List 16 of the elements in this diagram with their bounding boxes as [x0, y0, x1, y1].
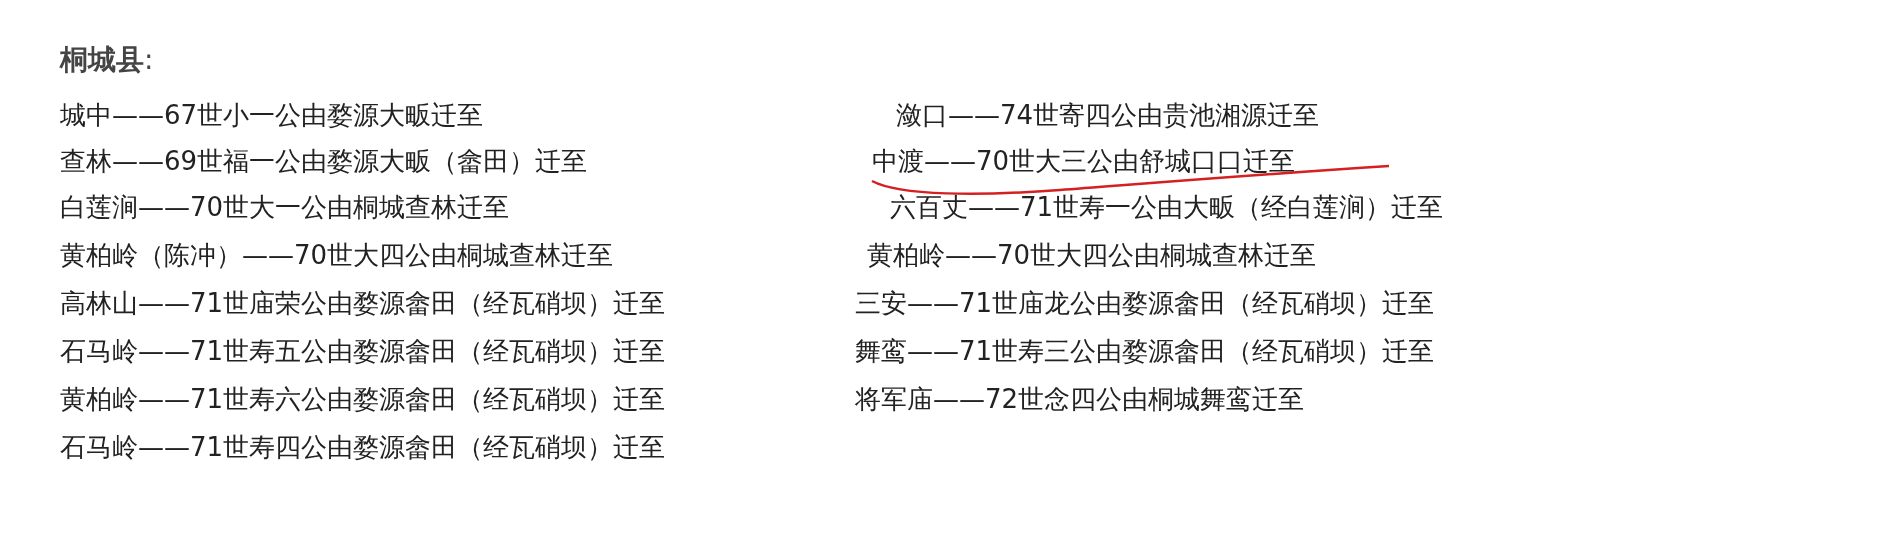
migration-record-line: 潋口——74世寄四公由贵池湘源迁至 — [896, 99, 1320, 131]
migration-record-line: 三安——71世庙龙公由婺源畲田（经瓦硝坝）迁至 — [855, 287, 1435, 319]
migration-record-line: 黄柏岭——71世寿六公由婺源畲田（经瓦硝坝）迁至 — [60, 383, 666, 415]
migration-record-line: 六百丈——71世寿一公由大畈（经白莲涧）迁至 — [890, 191, 1444, 223]
migration-record-line: 高林山——71世庙荣公由婺源畲田（经瓦硝坝）迁至 — [60, 287, 666, 319]
migration-record-line: 舞鸾——71世寿三公由婺源畲田（经瓦硝坝）迁至 — [855, 335, 1435, 367]
migration-record-line: 城中——67世小一公由婺源大畈迁至 — [60, 99, 484, 131]
migration-record-line: 石马岭——71世寿五公由婺源畲田（经瓦硝坝）迁至 — [60, 335, 666, 367]
migration-record-line: 黄柏岭（陈冲）——70世大四公由桐城查林迁至 — [60, 239, 614, 271]
migration-record-line: 中渡——70世大三公由舒城口口迁至 — [872, 145, 1296, 177]
migration-record-line: 查林——69世福一公由婺源大畈（畲田）迁至 — [60, 145, 588, 177]
migration-record-line: 将军庙——72世念四公由桐城舞鸾迁至 — [855, 383, 1305, 415]
migration-record-line: 白莲涧——70世大一公由桐城查林迁至 — [60, 191, 510, 223]
migration-record-line: 石马岭——71世寿四公由婺源畲田（经瓦硝坝）迁至 — [60, 431, 666, 463]
migration-record-line: 黄柏岭——70世大四公由桐城查林迁至 — [867, 239, 1317, 271]
heading: 桐城县: — [60, 44, 154, 76]
